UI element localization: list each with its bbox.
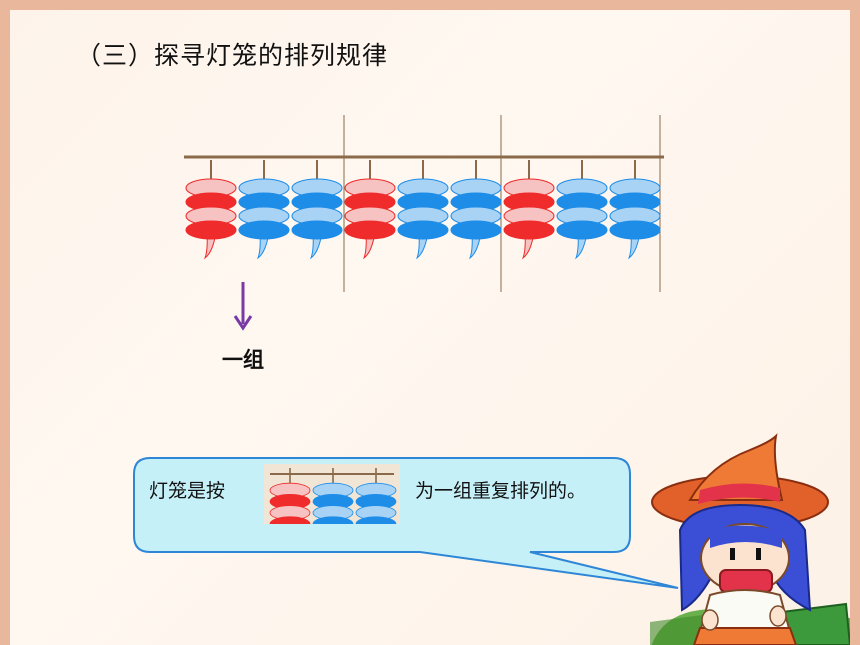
lanterns	[185, 160, 661, 260]
red-lantern	[269, 468, 311, 524]
blue-lantern	[238, 160, 290, 260]
blue-lantern	[397, 160, 449, 260]
callout-text-before: 灯笼是按	[149, 480, 226, 502]
blue-lantern	[355, 468, 397, 524]
mini-lantern-group-image	[264, 464, 400, 524]
red-lantern	[344, 160, 396, 260]
callout-text-after: 为一组重复排列的。	[415, 480, 587, 502]
slide: （三）探寻灯笼的排列规律 一组 灯笼是按 为一组重复排列的。	[10, 10, 850, 645]
lantern-figure	[184, 115, 664, 331]
witch-girl-illustration	[650, 433, 850, 645]
group-label: 一组	[222, 348, 264, 372]
blue-lantern	[609, 160, 661, 260]
blue-lantern	[291, 160, 343, 260]
red-lantern	[503, 160, 555, 260]
red-lantern	[185, 160, 237, 260]
blue-lantern	[450, 160, 502, 260]
blue-lantern	[556, 160, 608, 260]
down-arrow-icon	[233, 282, 253, 331]
blue-lantern	[312, 468, 354, 524]
page-title: （三）探寻灯笼的排列规律	[76, 41, 389, 70]
